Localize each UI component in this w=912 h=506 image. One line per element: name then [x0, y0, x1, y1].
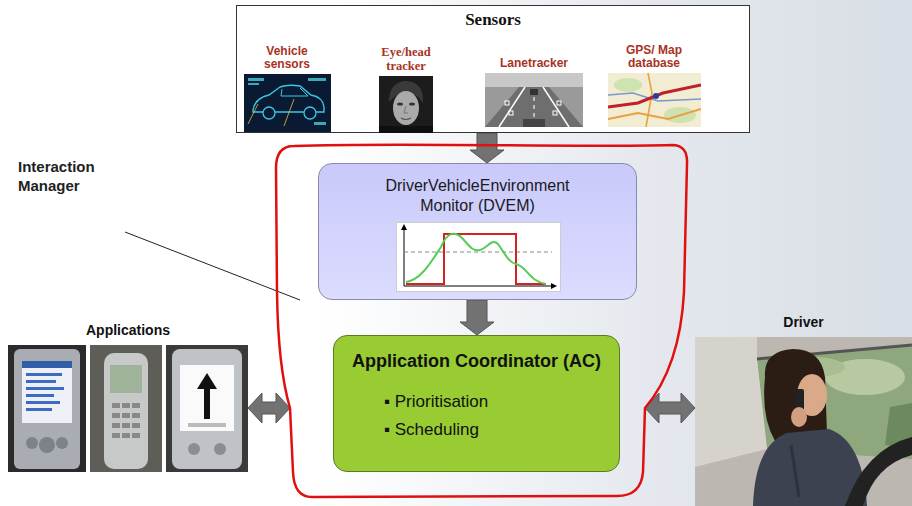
applications-image: [8, 345, 248, 472]
photo-label: Driver: [783, 314, 823, 331]
monitor-chart: [396, 222, 561, 292]
sensor-label: Eye/head tracker: [371, 46, 441, 73]
block-arrow: [460, 300, 494, 335]
monitor-box: DriverVehicleEnvironment Monitor (DVEM): [318, 163, 637, 300]
vehicle-sensor-image: [244, 74, 331, 132]
panel-title: Sensors: [237, 10, 749, 30]
coordinator-box: Application Coordinator (AC) ▪ Prioritisa…: [333, 335, 620, 472]
sensor-item: Eye/head tracker: [371, 31, 441, 133]
leader-line: [125, 232, 300, 300]
sensors-panel: SensorsVehicle sensors Eye/head tracker …: [236, 5, 750, 133]
sensor-label: Lanetracker: [500, 57, 568, 70]
photo-label: Applications: [86, 322, 170, 339]
interaction-manager-region: Interaction ManagerDriverVehicleEnvironm…: [290, 142, 645, 500]
block-arrow: [248, 393, 290, 423]
lanetracker-image: [485, 73, 583, 127]
applications-photo: Applications: [8, 318, 248, 472]
driver-photo: Driver: [695, 312, 912, 506]
sensor-label: Vehicle sensors: [252, 45, 322, 71]
sensor-item: GPS/ Map database: [603, 31, 705, 127]
sensor-item: Lanetracker: [484, 31, 584, 127]
region-label: Interaction Manager: [18, 158, 128, 196]
eye-tracker-image: [379, 76, 433, 133]
bullet-item: ▪ Scheduling: [384, 419, 619, 441]
driver-image: [695, 337, 912, 506]
gps-map-image: [608, 73, 701, 127]
bullet-item: ▪ Prioritisation: [384, 391, 619, 413]
box-title: Application Coordinator (AC): [352, 350, 602, 373]
box-title: DriverVehicleEnvironment Monitor (DVEM): [360, 176, 595, 216]
block-arrow: [470, 133, 504, 163]
sensor-label: GPS/ Map database: [604, 44, 704, 70]
sensor-item: Vehicle sensors: [241, 31, 333, 132]
